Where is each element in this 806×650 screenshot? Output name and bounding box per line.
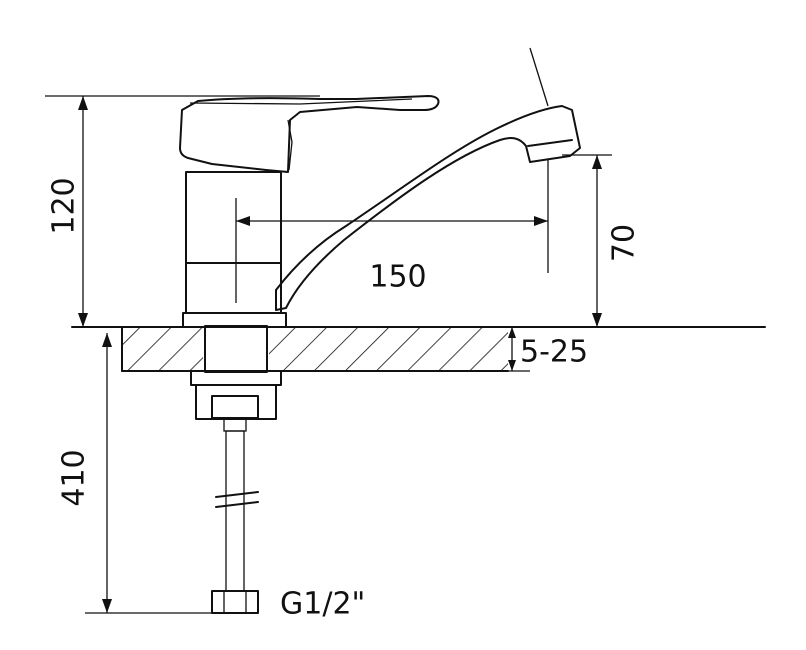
countertop [71,325,766,373]
dimension-total-height: 120 [45,95,320,327]
countertop-hatching [122,327,508,371]
dim-spout-reach-label: 150 [369,260,426,295]
dim-spout-height-label: 70 [607,224,642,262]
aerator-pointer-line [529,47,549,107]
dimension-spout-height: 70 [562,154,642,327]
lock-nut [195,384,277,420]
faucet [179,95,581,328]
dimension-spout-reach: 150 [235,160,549,303]
dim-hose-length-label: 410 [57,449,92,506]
connection-thread-label: G1/2" [280,587,365,622]
dimension-counter-thickness: 5-25 [508,327,588,372]
under-counter-fitting [190,370,282,614]
faucet-body [185,171,282,314]
lever-handle [179,95,440,173]
base-flange [182,312,287,328]
dim-total-height-label: 120 [47,177,82,234]
spout [275,105,581,311]
flexible-hose [225,430,245,592]
dim-counter-thickness-label: 5-25 [520,335,588,370]
dimension-hose-length: 410 [57,333,212,614]
lock-washer [190,370,282,386]
hose-nut [211,590,259,614]
hose-break-marks [215,491,259,508]
